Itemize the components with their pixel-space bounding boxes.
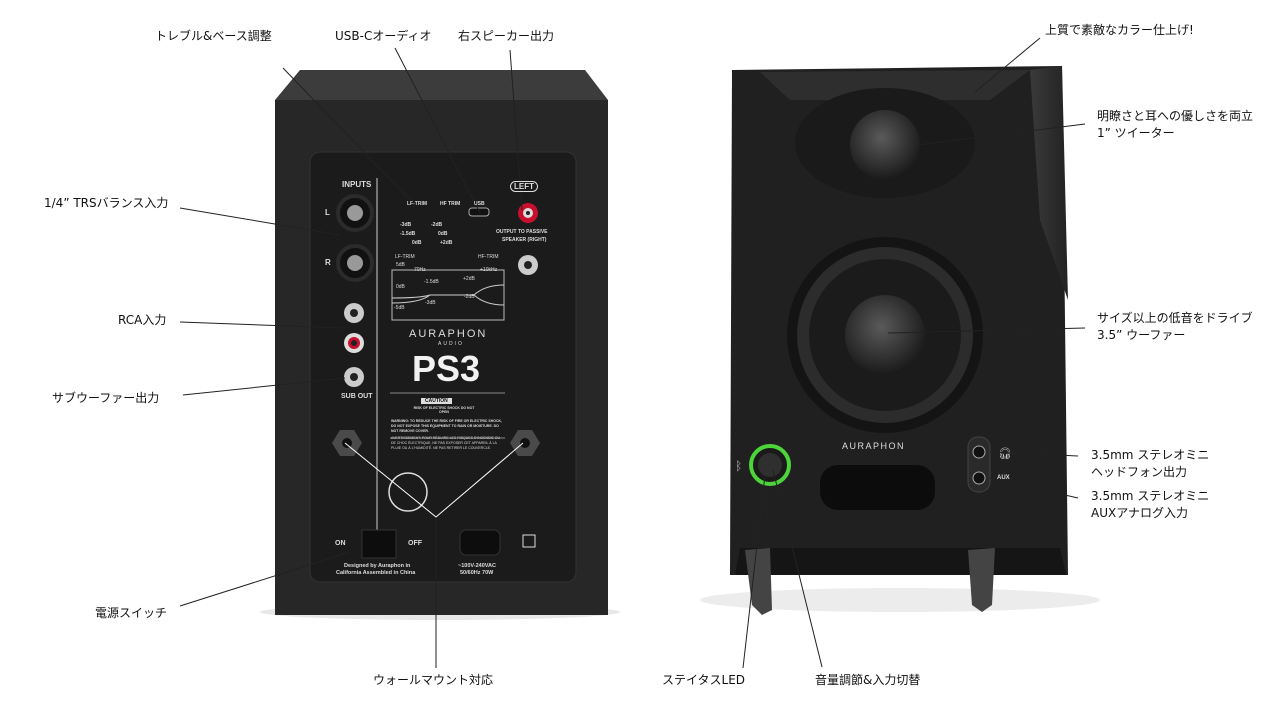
callout-headphone-line2: ヘッドフォン出力 xyxy=(1091,465,1188,479)
lf-value: -3dB xyxy=(400,222,412,228)
front-brand: AURAPHON xyxy=(842,441,906,451)
hf-value: 0dB xyxy=(438,231,448,237)
tweeter xyxy=(850,110,920,180)
callout-woofer-line1: サイズ以上の低音をドライブ xyxy=(1097,311,1253,325)
panel-sub-out: SUB OUT xyxy=(341,393,373,400)
graph-hf-label: HF-TRIM xyxy=(478,254,499,260)
panel-hf-trim: HF TRIM xyxy=(440,201,461,207)
callout-aux-line1: 3.5mm ステレオミニ xyxy=(1091,489,1210,503)
callout-lines xyxy=(179,37,1086,669)
panel-assembled: California Assembled in China xyxy=(336,570,416,576)
trs-jacks xyxy=(336,194,374,282)
panel-off: OFF xyxy=(408,540,422,547)
callout-usbc: USB-Cオーディオ xyxy=(335,29,432,43)
bluetooth-icon: ᛒ xyxy=(735,459,742,473)
callout-finish: 上質で素敵なカラー仕上げ! xyxy=(1045,23,1194,37)
callout-rca: RCA入力 xyxy=(118,313,167,327)
callout-led: ステイタスLED xyxy=(662,673,746,687)
callout-aux: 3.5mm ステレオミニ AUXアナログ入力 xyxy=(1091,488,1209,522)
callout-treble-bass: トレブル&ベース調整 xyxy=(155,29,272,43)
callout-headphone-line1: 3.5mm ステレオミニ xyxy=(1091,448,1210,462)
callout-tweeter-line1: 明瞭さと耳への優しさを両立 xyxy=(1097,109,1254,123)
hf-value: -2dB xyxy=(431,222,443,228)
graph-note: -2dB xyxy=(464,294,475,300)
panel-lf-trim: LF-TRIM xyxy=(407,201,427,207)
headphone-icon: 🎧︎ xyxy=(998,447,1012,460)
front-foot-right xyxy=(968,548,995,612)
callout-volume: 音量調節&入力切替 xyxy=(815,673,921,687)
back-speaker xyxy=(260,70,620,620)
graph-lf-label: LF-TRIM xyxy=(395,254,415,260)
panel-caution-sub: RISK OF ELECTRIC SHOCK DO NOT OPEN xyxy=(413,406,475,414)
callout-power: 電源スイッチ xyxy=(95,606,168,620)
front-speaker: ᛒ 🎧︎ xyxy=(700,66,1100,615)
graph-note: +2dB xyxy=(463,276,475,282)
callout-woofer: サイズ以上の低音をドライブ 3.5” ウーファー xyxy=(1097,310,1253,344)
graph-note: +10kHz xyxy=(480,267,498,273)
panel-warning: WARNING: TO REDUCE THE RISK OF FIRE OR E… xyxy=(391,419,502,433)
panel-brand: AURAPHON xyxy=(409,328,488,340)
graph-note: 70Hz xyxy=(414,267,426,273)
graph-note: -3dB xyxy=(425,300,436,306)
graph-y-tick: 0dB xyxy=(396,284,405,290)
rca-jacks xyxy=(344,303,364,387)
graph-note: -1.5dB xyxy=(424,279,439,285)
panel-l: L xyxy=(325,208,330,217)
callout-woofer-line2: 3.5” ウーファー xyxy=(1097,328,1186,342)
panel-output: OUTPUT TO PASSIVE xyxy=(496,229,548,235)
panel-power-spec: 50/60Hz 70W xyxy=(460,570,494,576)
panel-avertissement: AVERTISSEMENT: POUR RÉDUIRE LES RISQUES … xyxy=(391,436,501,450)
panel-caution: CAUTION xyxy=(421,398,452,404)
front-aux: AUX xyxy=(997,475,1010,481)
callout-tweeter-line2: 1” ツイーター xyxy=(1097,126,1175,140)
graph-y-tick: -5dB xyxy=(394,305,405,311)
panel-on: ON xyxy=(335,540,346,547)
lf-value: -1.5dB xyxy=(400,231,416,237)
bass-port xyxy=(820,465,935,510)
panel-left-badge: LEFT xyxy=(510,181,538,192)
panel-usb: USB xyxy=(474,201,485,207)
panel-designed: Designed by Auraphon in xyxy=(344,563,411,569)
panel-inputs: INPUTS xyxy=(342,180,372,189)
callout-sub: サブウーファー出力 xyxy=(52,391,160,405)
panel-brand-sub: AUDIO xyxy=(438,341,464,347)
panel-speaker-right: SPEAKER (RIGHT) xyxy=(502,237,547,243)
graph-y-tick: 5dB xyxy=(396,262,405,268)
panel-model: PS3 xyxy=(412,348,481,389)
front-foot-left xyxy=(745,548,772,615)
callout-aux-line2: AUXアナログ入力 xyxy=(1091,506,1188,520)
hf-value: +2dB xyxy=(440,240,453,246)
callout-wall: ウォールマウント対応 xyxy=(373,673,494,687)
lf-value: 0dB xyxy=(412,240,422,246)
panel-r: R xyxy=(325,258,331,267)
callout-right-out: 右スピーカー出力 xyxy=(458,29,555,43)
callout-headphone: 3.5mm ステレオミニヘッドフォン出力 xyxy=(1091,447,1209,481)
callout-tweeter: 明瞭さと耳への優しさを両立 1” ツイーター xyxy=(1097,108,1253,142)
panel-power-spec: ~100V-240VAC xyxy=(458,563,496,569)
callout-trs: 1/4” TRSバランス入力 xyxy=(44,196,169,210)
